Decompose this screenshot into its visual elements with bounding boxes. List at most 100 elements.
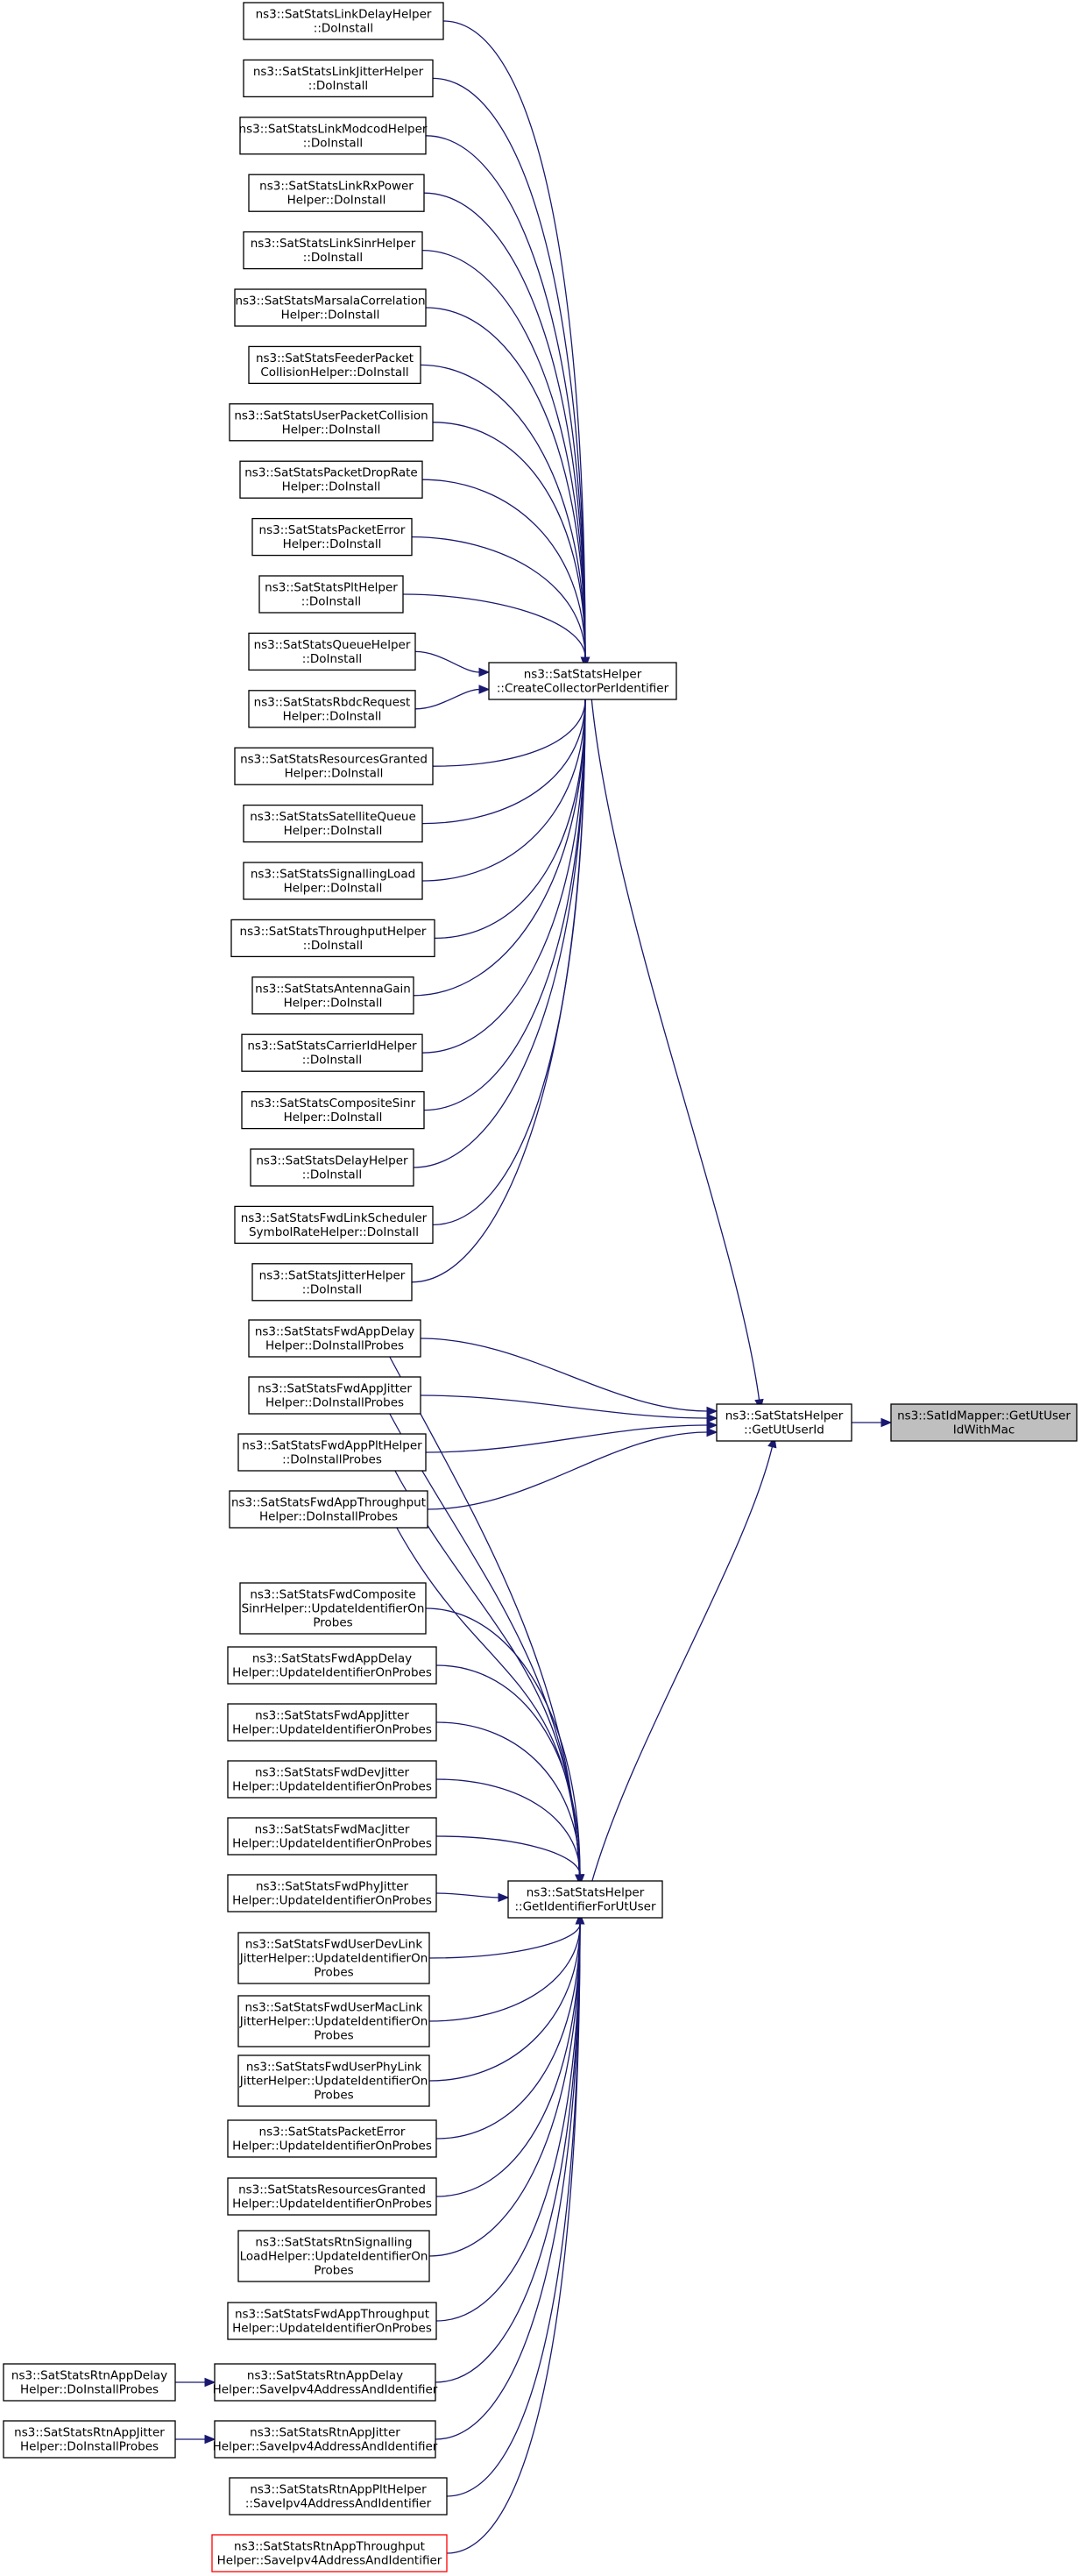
edge-direct-caller-2: [425, 1424, 708, 1453]
node-label: Helper::DoInstall: [284, 882, 383, 896]
node-box: [230, 919, 435, 958]
node-satstatsfwdappthroughputhelper-doinstallprobes[interactable]: ns3::SatStatsFwdAppThroughputHelper::DoI…: [229, 1490, 428, 1529]
node-satstatshelper-getutuserid[interactable]: ns3::SatStatsHelper::GetUtUserId: [716, 1403, 852, 1442]
node-label: Helper::DoInstall: [284, 996, 383, 1010]
node-satstatsresourcesgrantedhelper-doinstall[interactable]: ns3::SatStatsResourcesGrantedHelper::DoI…: [234, 747, 434, 785]
node-label: ns3::SatIdMapper::GetUtUser: [897, 1409, 1071, 1423]
node-box: [239, 460, 423, 499]
edge-collector-caller-16: [434, 699, 586, 940]
node-label: ns3::SatStatsFwdAppPltHelper: [242, 1439, 422, 1453]
node-satstatsrtnappthroughputhelper-saveipv4addressandidentifier[interactable]: ns3::SatStatsRtnAppThroughputHelper::Sav…: [211, 2534, 448, 2572]
node-box: [237, 2230, 430, 2282]
node-satstatsrtnappjitterhelper-doinstallprobes[interactable]: ns3::SatStatsRtnAppJitterHelper::DoInsta…: [3, 2420, 176, 2459]
edge-collector-caller-12: [414, 688, 480, 710]
node-satstatslinksinrhelper-doinstall[interactable]: ns3::SatStatsLinkSinrHelper::DoInstall: [243, 231, 423, 270]
node-box: [243, 862, 423, 900]
node-label: ns3::SatStatsFwdAppJitter: [255, 1709, 409, 1723]
node-satstatssignallingloadhelper-doinstall[interactable]: ns3::SatStatsSignallingLoadHelper::DoIns…: [243, 862, 423, 900]
node-satstatsrbdcrequesthelper-doinstall[interactable]: ns3::SatStatsRbdcRequestHelper::DoInstal…: [248, 690, 416, 728]
node-box: [251, 976, 414, 1015]
node-label: ns3::SatStatsLinkJitterHelper: [253, 65, 424, 79]
node-satstatsfwdappdelayhelper-updateidentifieronprobes[interactable]: ns3::SatStatsFwdAppDelayHelper::UpdateId…: [227, 1646, 437, 1685]
edge-left-caller-0-arrowhead: [204, 2377, 216, 2388]
node-satstatsuserpacketcollisionhelper-doinstall[interactable]: ns3::SatStatsUserPacketCollisionHelper::…: [229, 403, 434, 442]
node-label: ns3::SatStatsFwdAppDelay: [255, 1325, 414, 1339]
node-satstatsfwdappjitterhelper-doinstallprobes[interactable]: ns3::SatStatsFwdAppJitterHelper::DoInsta…: [248, 1376, 421, 1415]
node-label: ::DoInstall: [308, 79, 368, 93]
node-satstatsdelayhelper-doinstall[interactable]: ns3::SatStatsDelayHelper::DoInstall: [250, 1148, 414, 1187]
node-satstatsmarsalacorrelationhelper-doinstall[interactable]: ns3::SatStatsMarsalaCorrelationHelper::D…: [234, 288, 427, 327]
node-satstatshelper-getidentifierforutuser[interactable]: ns3::SatStatsHelper::GetIdentifierForUtU…: [507, 1880, 663, 1919]
node-satstatsfwdappjitterhelper-updateidentifieronprobes[interactable]: ns3::SatStatsFwdAppJitterHelper::UpdateI…: [227, 1703, 437, 1742]
node-label: JitterHelper::UpdateIdentifierOn: [239, 2075, 428, 2089]
node-satstatsfwdusermaclinkjitterhelper-updateidentifieronprobes[interactable]: ns3::SatStatsFwdUserMacLinkJitterHelper:…: [237, 1995, 430, 2047]
node-satstatsfwdlinkschedulersymbolratehelper-doinstall[interactable]: ns3::SatStatsFwdLinkSchedulerSymbolRateH…: [234, 1205, 434, 1245]
node-satstatscarrieridhelper-doinstall[interactable]: ns3::SatStatsCarrierIdHelper::DoInstall: [241, 1033, 423, 1072]
edge-foruser-caller-1: [435, 1664, 581, 1876]
node-satstatspacketerrorhelper-doinstall[interactable]: ns3::SatStatsPacketErrorHelper::DoInstal…: [251, 517, 413, 557]
node-label: Helper::UpdateIdentifierOnProbes: [232, 1780, 432, 1794]
node-label: ns3::SatStatsJitterHelper: [259, 1268, 406, 1282]
edge-direct-caller-3: [427, 1431, 708, 1510]
edge-foruser-caller-2: [435, 1721, 581, 1876]
node-satstatscompositesinrhelper-doinstall[interactable]: ns3::SatStatsCompositeSinrHelper::DoInst…: [241, 1090, 425, 1130]
node-box: [229, 403, 434, 442]
node-label: ::DoInstall: [302, 1054, 362, 1068]
node-box: [890, 1403, 1078, 1442]
node-satstatsrtnappdelayhelper-doinstallprobes[interactable]: ns3::SatStatsRtnAppDelayHelper::DoInstal…: [3, 2363, 176, 2402]
node-box: [239, 117, 427, 155]
node-satstatsfwdphyjitterhelper-updateidentifieronprobes[interactable]: ns3::SatStatsFwdPhyJitterHelper::UpdateI…: [227, 1874, 437, 1912]
node-label: Helper::DoInstall: [287, 194, 386, 208]
node-label: ::DoInstall: [303, 939, 363, 953]
node-label: ns3::SatStatsPacketError: [259, 523, 406, 537]
node-satstatsfwdappplthelper-doinstallprobes[interactable]: ns3::SatStatsFwdAppPltHelper::DoInstallP…: [237, 1433, 427, 1472]
node-satstatsfwdappthroughputhelper-updateidentifieronprobes[interactable]: ns3::SatStatsFwdAppThroughputHelper::Upd…: [227, 2302, 437, 2340]
node-satstatsfwdappdelayhelper-doinstallprobes[interactable]: ns3::SatStatsFwdAppDelayHelper::DoInstal…: [248, 1319, 421, 1358]
node-satstatsfwdmacjitterhelper-updateidentifieronprobes[interactable]: ns3::SatStatsFwdMacJitterHelper::UpdateI…: [227, 1817, 437, 1856]
node-satstatsrtnappdelayhelper-saveipv4addressandidentifier[interactable]: ns3::SatStatsRtnAppDelayHelper::SaveIpv4…: [213, 2363, 438, 2402]
node-box: [237, 1932, 430, 1984]
edge-foruser-caller-11: [428, 1923, 581, 2257]
edge-collector-caller-4: [421, 249, 586, 658]
node-satstatsrtnappplthelper-saveipv4addressandidentifier[interactable]: ns3::SatStatsRtnAppPltHelper::SaveIpv4Ad…: [229, 2477, 448, 2516]
node-satstatspacketdropratehelper-doinstall[interactable]: ns3::SatStatsPacketDropRateHelper::DoIns…: [239, 460, 423, 499]
node-label: Probes: [313, 1616, 352, 1630]
node-satstatsrtnsignallingloadhelper-updateidentifieronprobes[interactable]: ns3::SatStatsRtnSignallingLoadHelper::Up…: [237, 2230, 430, 2282]
node-satstatsfeederpacketcollisionhelper-doinstall[interactable]: ns3::SatStatsFeederPacketCollisionHelper…: [248, 345, 421, 385]
node-label: ns3::SatStatsFwdLinkScheduler: [241, 1211, 428, 1225]
node-satstatsthroughputhelper-doinstall[interactable]: ns3::SatStatsThroughputHelper::DoInstall: [230, 919, 435, 958]
node-satstatslinkrxpowerhelper-doinstall[interactable]: ns3::SatStatsLinkRxPowerHelper::DoInstal…: [248, 174, 425, 212]
node-satstatshelper-createcollectorperidentifier[interactable]: ns3::SatStatsHelper::CreateCollectorPerI…: [488, 662, 677, 700]
node-satstatsplthelper-doinstall[interactable]: ns3::SatStatsPltHelper::DoInstall: [258, 575, 404, 614]
node-satstatsfwduserdevlinkjitterhelper-updateidentifieronprobes[interactable]: ns3::SatStatsFwdUserDevLinkJitterHelper:…: [237, 1932, 430, 1984]
node-satstatsqueuehelper-doinstall[interactable]: ns3::SatStatsQueueHelper::DoInstall: [248, 632, 416, 671]
node-satstatsfwdcompositesinrhelper-updateidentifieronprobes[interactable]: ns3::SatStatsFwdCompositeSinrHelper::Upd…: [239, 1582, 427, 1635]
node-box: [234, 747, 434, 785]
node-satstatspacketerrorhelper-updateidentifieronprobes[interactable]: ns3::SatStatsPacketErrorHelper::UpdateId…: [227, 2119, 437, 2158]
node-label: SymbolRateHelper::DoInstall: [249, 1225, 419, 1239]
node-label: Helper::DoInstall: [284, 824, 383, 838]
node-satstatsresourcesgrantedhelper-updateidentifieronprobes[interactable]: ns3::SatStatsResourcesGrantedHelper::Upd…: [227, 2177, 437, 2216]
node-label: ::DoInstallProbes: [282, 1453, 382, 1467]
node-box: [248, 174, 425, 212]
node-label: Probes: [314, 2089, 353, 2103]
edge-foruser-caller-5-arrowhead: [498, 1892, 510, 1903]
node-satstatsfwddevjitterhelper-updateidentifieronprobes[interactable]: ns3::SatStatsFwdDevJitterHelper::UpdateI…: [227, 1760, 437, 1799]
node-label: SinrHelper::UpdateIdentifierOn: [242, 1602, 425, 1616]
node-satstatssatellitequeuehelper-doinstall[interactable]: ns3::SatStatsSatelliteQueueHelper::DoIns…: [243, 804, 423, 843]
node-label: ns3::SatStatsThroughputHelper: [240, 925, 427, 939]
node-satstatsantennagainhelper-doinstall[interactable]: ns3::SatStatsAntennaGainHelper::DoInstal…: [251, 976, 414, 1015]
edge-collector-caller-18: [421, 699, 586, 1054]
node-label: ns3::SatStatsFwdUserPhyLink: [246, 2061, 422, 2075]
node-label: CollisionHelper::DoInstall: [260, 365, 408, 380]
node-satstatsrtnappjitterhelper-saveipv4addressandidentifier[interactable]: ns3::SatStatsRtnAppJitterHelper::SaveIpv…: [213, 2420, 438, 2459]
node-satstatslinkdelayhelper-doinstall[interactable]: ns3::SatStatsLinkDelayHelper::DoInstall: [243, 2, 444, 40]
node-satstatslinkmodcodhelper-doinstall[interactable]: ns3::SatStatsLinkModcodHelper::DoInstall: [239, 117, 428, 155]
node-satstatsfwduserphylinkjitterhelper-updateidentifieronprobes[interactable]: ns3::SatStatsFwdUserPhyLinkJitterHelper:…: [237, 2054, 430, 2107]
node-satstatslinkjitterhelper-doinstall[interactable]: ns3::SatStatsLinkJitterHelper::DoInstall: [243, 59, 434, 98]
node-box: [243, 2, 444, 40]
node-label: ns3::SatStatsFeederPacket: [256, 351, 414, 365]
node-satstatsjitterhelper-doinstall[interactable]: ns3::SatStatsJitterHelper::DoInstall: [251, 1263, 413, 1302]
node-label: Helper::SaveIpv4AddressAndIdentifier: [213, 2383, 438, 2397]
